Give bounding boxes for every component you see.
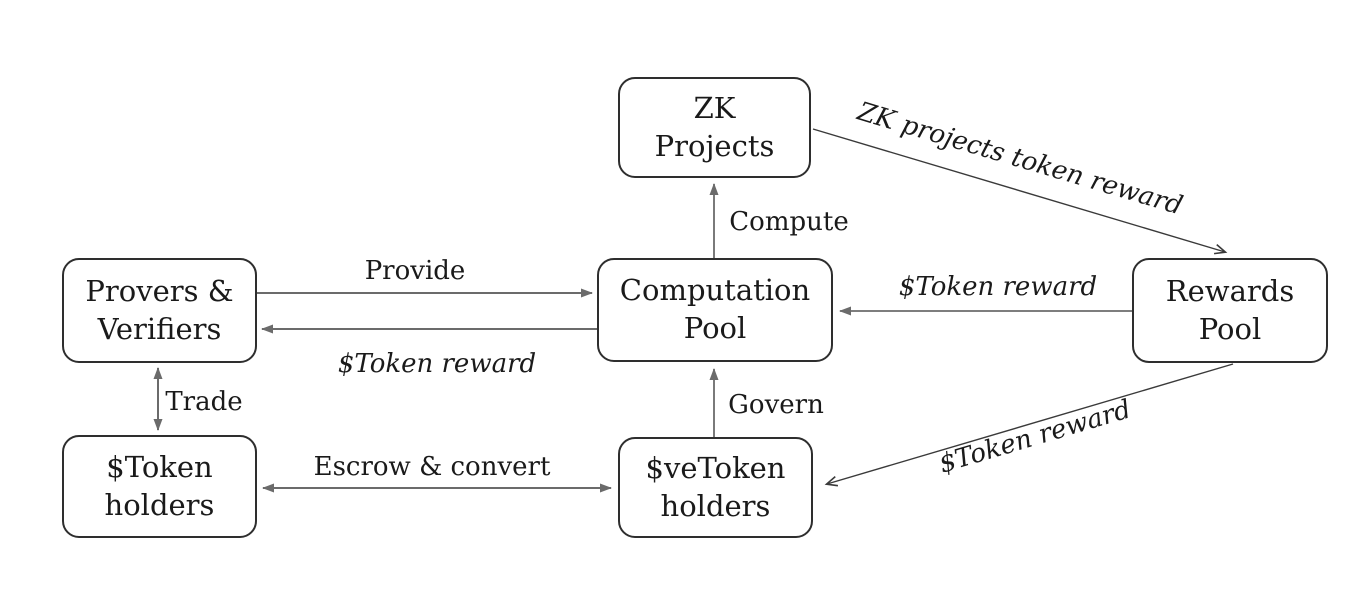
edge-label-govern: Govern <box>728 390 824 420</box>
edge-label-escrow-convert: Escrow & convert <box>313 452 551 482</box>
arrow-token-reward-to-vetoken <box>824 363 1234 487</box>
edge-label-token-reward-to-computation: $Token reward <box>898 272 1098 302</box>
node-vetoken-holders: $veToken holders <box>618 437 813 538</box>
edge-label-token-reward-to-provers: $Token reward <box>337 349 537 379</box>
node-token-holders: $Token holders <box>62 435 257 538</box>
node-rewards-pool: Rewards Pool <box>1132 258 1328 363</box>
node-computation-pool: Computation Pool <box>597 258 833 362</box>
arrow-zk-projects-token-reward <box>812 128 1228 255</box>
edge-label-compute: Compute <box>729 207 849 237</box>
edge-label-provide: Provide <box>364 256 466 286</box>
edge-label-trade: Trade <box>165 387 243 417</box>
node-provers-verifiers: Provers & Verifiers <box>62 258 257 363</box>
node-zk-projects: ZK Projects <box>618 77 811 178</box>
